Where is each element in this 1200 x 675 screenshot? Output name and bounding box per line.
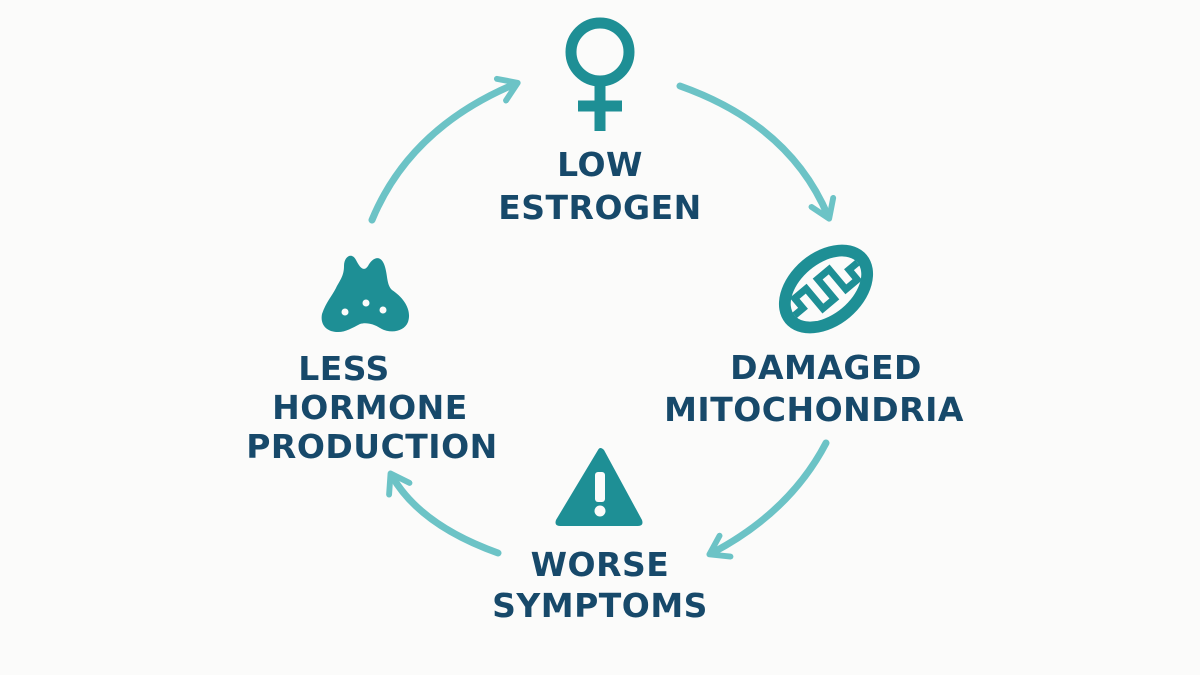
mitochondria-icon: [778, 244, 874, 334]
node-worse-symptoms: WORSE SYMPTOMS: [492, 545, 708, 625]
label-low-estrogen-line-2: ESTROGEN: [498, 188, 702, 227]
label-less-hormone-production-line-1: LESS: [298, 349, 390, 388]
label-worse-symptoms-line-2: SYMPTOMS: [492, 586, 708, 625]
node-damaged-mitochondria: DAMAGED MITOCHONDRIA: [664, 348, 964, 429]
label-less-hormone-production-line-2: HORMONE: [272, 388, 468, 427]
cycle-arrows: [368, 75, 837, 560]
female-symbol-icon: [565, 17, 635, 131]
arrow-worse-symptoms-to-less-hormone-production: [386, 470, 502, 557]
arrow-low-estrogen-to-damaged-mitochondria: [676, 82, 837, 222]
node-less-hormone-production: LESS HORMONE PRODUCTION: [246, 349, 498, 466]
thyroid-gland-icon: [321, 255, 410, 332]
label-low-estrogen-line-1: LOW: [557, 145, 643, 184]
arrow-less-hormone-production-to-low-estrogen: [368, 75, 521, 224]
label-worse-symptoms-line-1: WORSE: [531, 545, 670, 584]
arrow-damaged-mitochondria-to-worse-symptoms: [706, 439, 830, 560]
node-low-estrogen: LOW ESTROGEN: [498, 145, 702, 227]
label-less-hormone-production-line-3: PRODUCTION: [246, 427, 498, 466]
warning-triangle-icon: [555, 448, 643, 526]
label-damaged-mitochondria-line-1: DAMAGED: [730, 348, 922, 387]
label-damaged-mitochondria-line-2: MITOCHONDRIA: [664, 390, 964, 429]
